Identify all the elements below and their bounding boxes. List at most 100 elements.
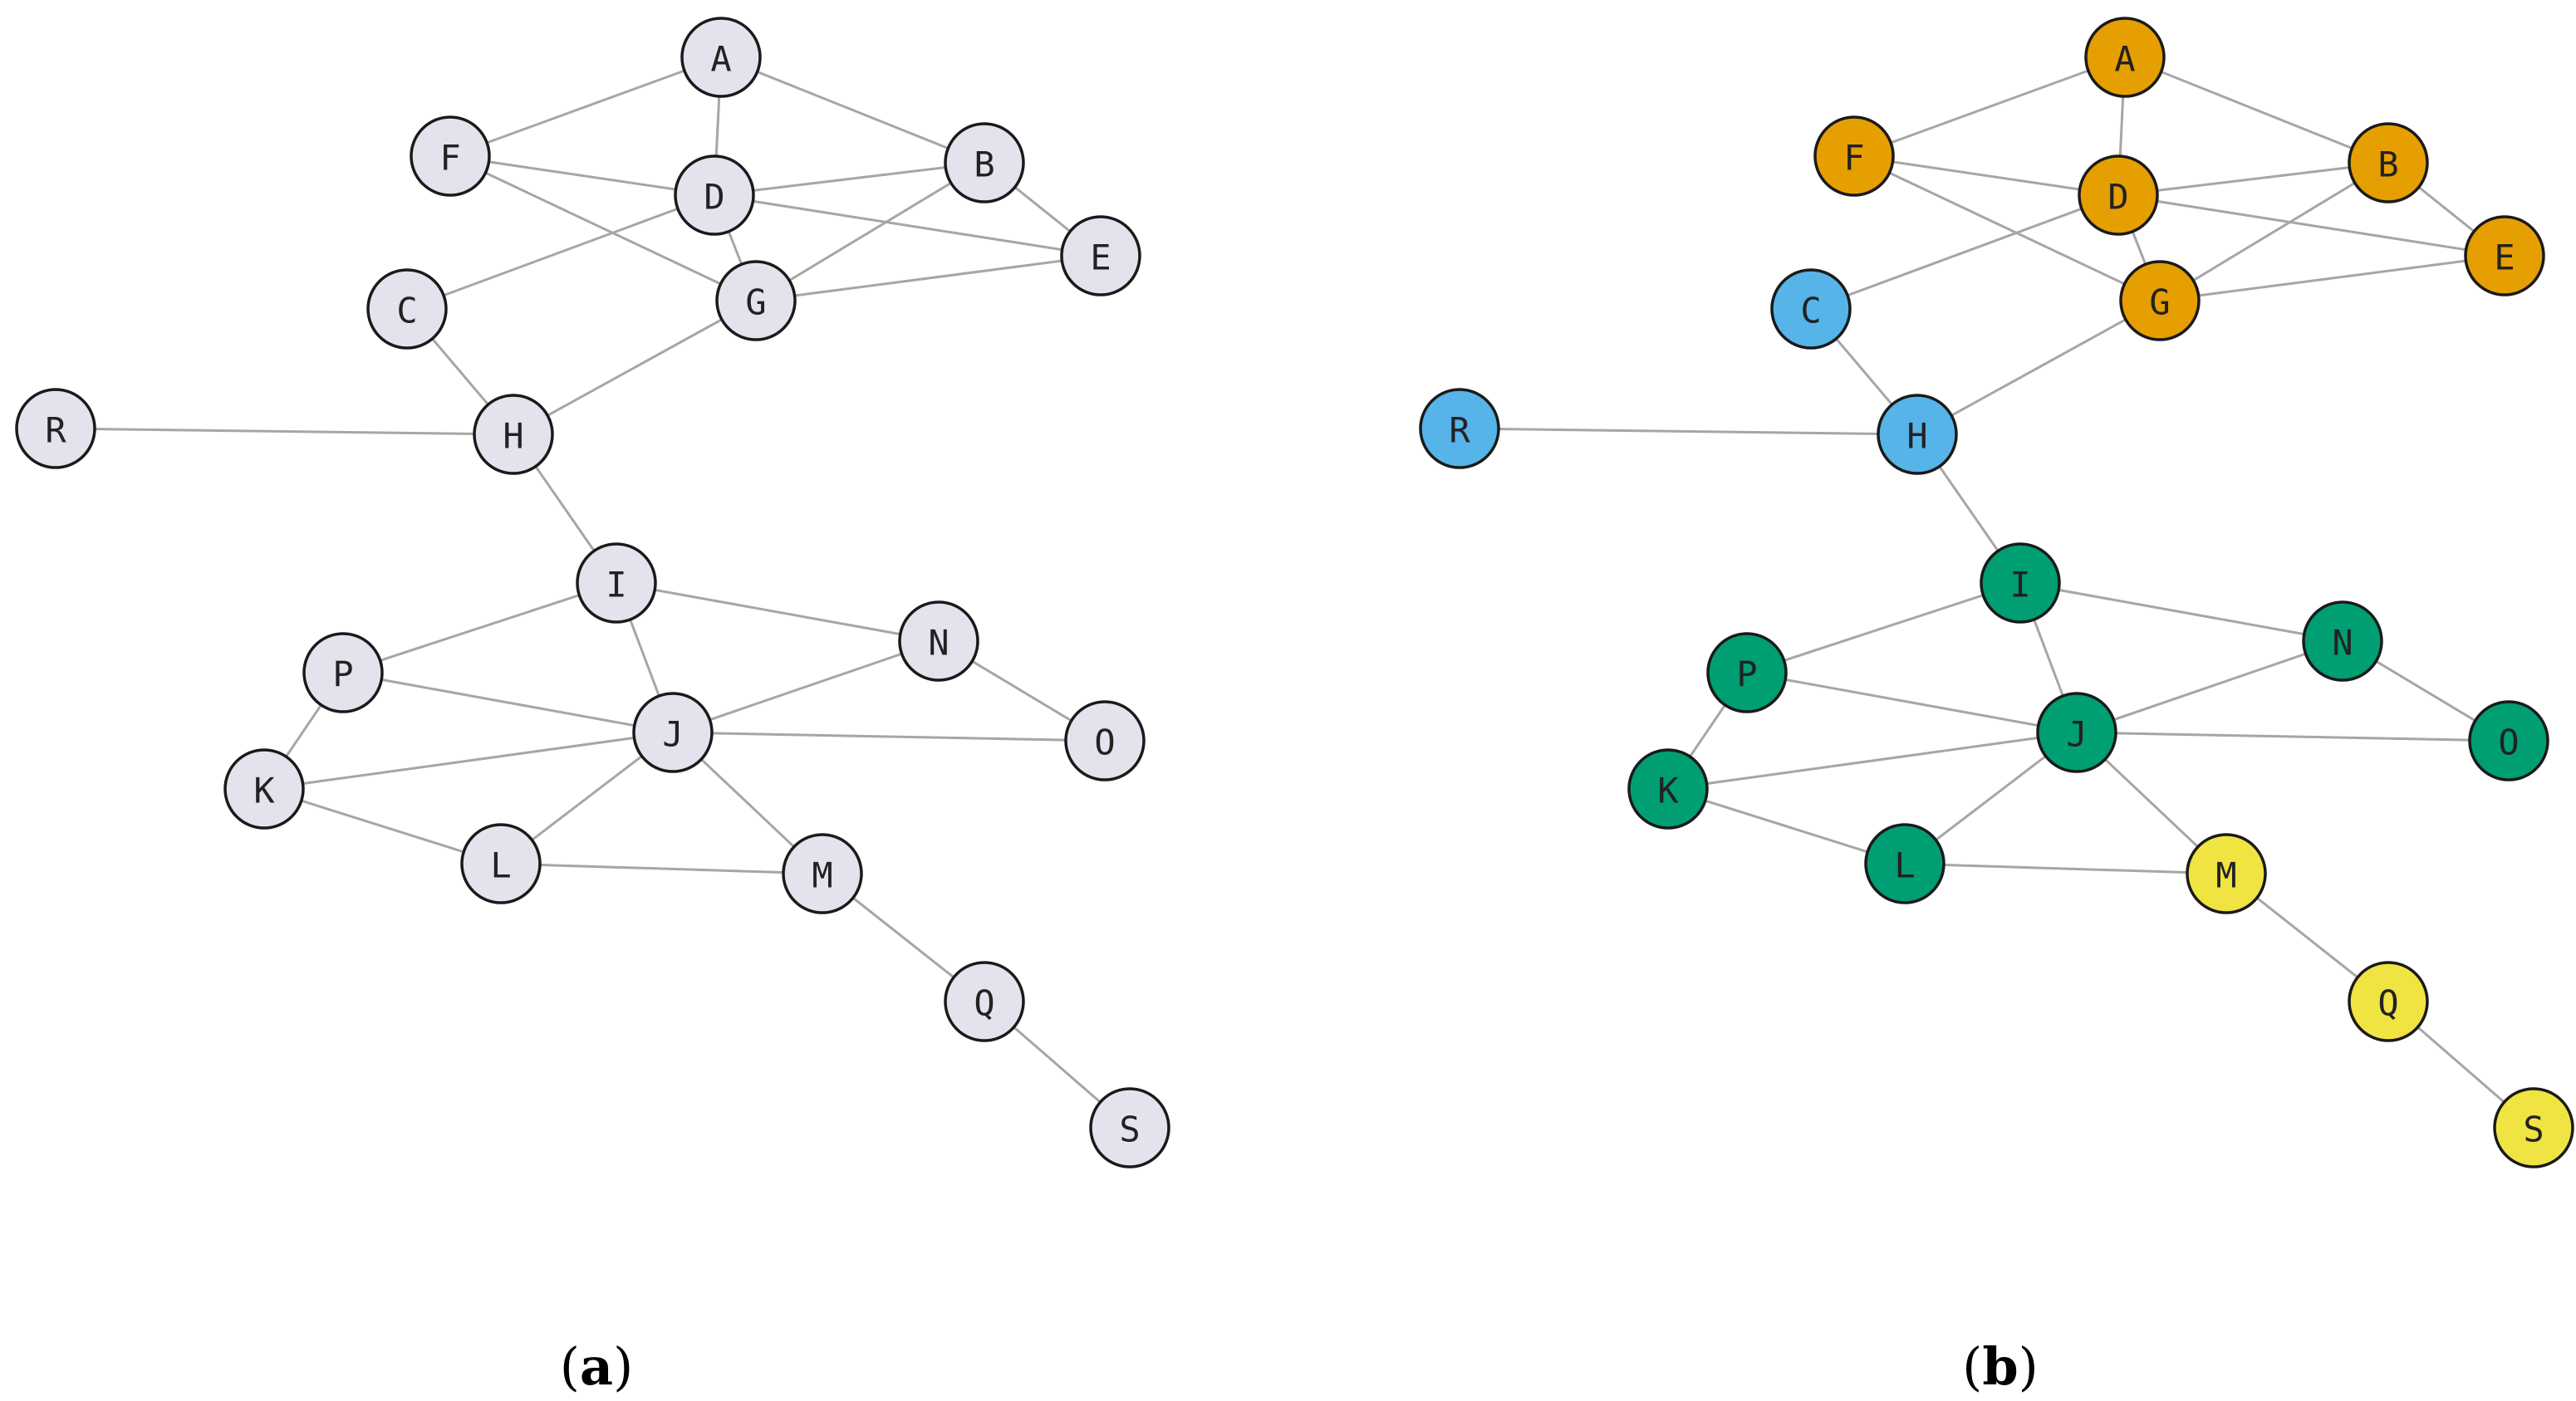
edge-I-P	[342, 581, 617, 674]
node-P: P	[302, 632, 384, 713]
node-label-I: I	[606, 565, 626, 605]
edge-I-N	[616, 581, 940, 643]
node-E: E	[2464, 215, 2545, 296]
node-L: L	[1864, 823, 1945, 904]
node-label-P: P	[332, 654, 353, 695]
node-D: D	[2078, 154, 2159, 236]
node-F: F	[1813, 115, 1895, 197]
edge-G-H	[1916, 299, 2161, 436]
node-label-K: K	[253, 771, 275, 811]
edge-J-O	[2076, 731, 2510, 742]
node-circle-F	[1813, 115, 1895, 197]
node-D: D	[674, 154, 755, 236]
node-circle-G	[715, 260, 797, 341]
node-circle-D	[2078, 154, 2159, 236]
node-label-A: A	[710, 39, 731, 80]
edge-P-J	[342, 671, 674, 734]
node-label-E: E	[2494, 238, 2515, 278]
edge-B-G	[755, 161, 985, 302]
edge-R-H	[1459, 427, 1918, 436]
node-N: N	[898, 600, 979, 682]
edge-F-G	[1853, 154, 2161, 302]
node-circle-K	[223, 748, 305, 830]
node-circle-I	[1980, 542, 2061, 624]
node-K: K	[1627, 748, 1709, 830]
node-label-J: J	[662, 714, 683, 755]
node-label-C: C	[1800, 291, 1821, 331]
edge-R-H	[55, 427, 514, 436]
node-circle-O	[2468, 700, 2549, 781]
node-label-G: G	[2149, 282, 2170, 323]
node-circle-M	[2186, 833, 2267, 914]
node-O: O	[1064, 700, 1146, 781]
edge-G-H	[513, 299, 757, 436]
node-circle-G	[2119, 260, 2201, 341]
node-label-O: O	[1094, 723, 1115, 763]
edge-G-E	[755, 254, 1102, 302]
node-label-D: D	[2107, 177, 2128, 218]
node-L: L	[460, 823, 542, 904]
node-R: R	[1419, 388, 1500, 469]
node-circle-P	[302, 632, 384, 713]
panel-a-caption: (a)	[560, 1336, 634, 1397]
node-circle-E	[1060, 215, 1141, 296]
node-label-R: R	[45, 410, 66, 451]
node-E: E	[1060, 215, 1141, 296]
node-I: I	[1980, 542, 2061, 624]
edge-D-B	[714, 161, 985, 197]
node-circle-I	[576, 542, 657, 624]
node-label-O: O	[2498, 723, 2519, 763]
edge-K-L	[263, 787, 502, 865]
node-O: O	[2468, 700, 2549, 781]
node-label-M: M	[812, 855, 832, 896]
node-R: R	[15, 388, 96, 469]
panel-a-graph: A B C D E F G H I J K L M N O P Q R S	[15, 17, 1170, 1168]
node-label-S: S	[1119, 1110, 1140, 1150]
edge-A-B	[720, 56, 985, 164]
node-circle-A	[2084, 17, 2166, 98]
node-label-Q: Q	[2377, 983, 2398, 1024]
node-circle-C	[1770, 268, 1852, 350]
panel-b-caption: (b)	[1962, 1336, 2039, 1397]
node-circle-K	[1627, 748, 1709, 830]
node-label-L: L	[490, 845, 511, 886]
edge-D-E	[2117, 193, 2505, 257]
edge-J-O	[672, 731, 1106, 742]
node-M: M	[2186, 833, 2267, 914]
node-circle-D	[674, 154, 755, 236]
node-label-I: I	[2009, 565, 2030, 605]
node-circle-C	[366, 268, 448, 350]
node-label-N: N	[928, 623, 949, 664]
edge-I-P	[1746, 581, 2021, 674]
edge-G-E	[2159, 254, 2505, 302]
node-label-P: P	[1736, 654, 1757, 695]
node-F: F	[410, 115, 491, 197]
node-label-Q: Q	[974, 983, 994, 1024]
node-label-B: B	[974, 145, 994, 185]
node-label-N: N	[2332, 623, 2353, 664]
node-circle-P	[1706, 632, 1788, 713]
edge-J-K	[263, 731, 674, 791]
node-circle-J	[2036, 692, 2117, 773]
node-circle-S	[2493, 1087, 2574, 1168]
node-N: N	[2302, 600, 2383, 682]
node-J: J	[2036, 692, 2117, 773]
node-label-H: H	[1906, 416, 1927, 457]
node-label-H: H	[503, 416, 523, 457]
edge-D-C	[1810, 193, 2119, 311]
node-label-C: C	[396, 291, 417, 331]
node-I: I	[576, 542, 657, 624]
node-circle-B	[2348, 122, 2429, 203]
node-label-B: B	[2377, 145, 2398, 185]
node-label-J: J	[2066, 714, 2087, 755]
node-label-G: G	[745, 282, 766, 323]
node-circle-E	[2464, 215, 2545, 296]
node-P: P	[1706, 632, 1788, 713]
edge-D-C	[406, 193, 715, 311]
node-C: C	[1770, 268, 1852, 350]
node-H: H	[473, 394, 554, 475]
node-G: G	[2119, 260, 2201, 341]
node-label-L: L	[1894, 845, 1915, 886]
